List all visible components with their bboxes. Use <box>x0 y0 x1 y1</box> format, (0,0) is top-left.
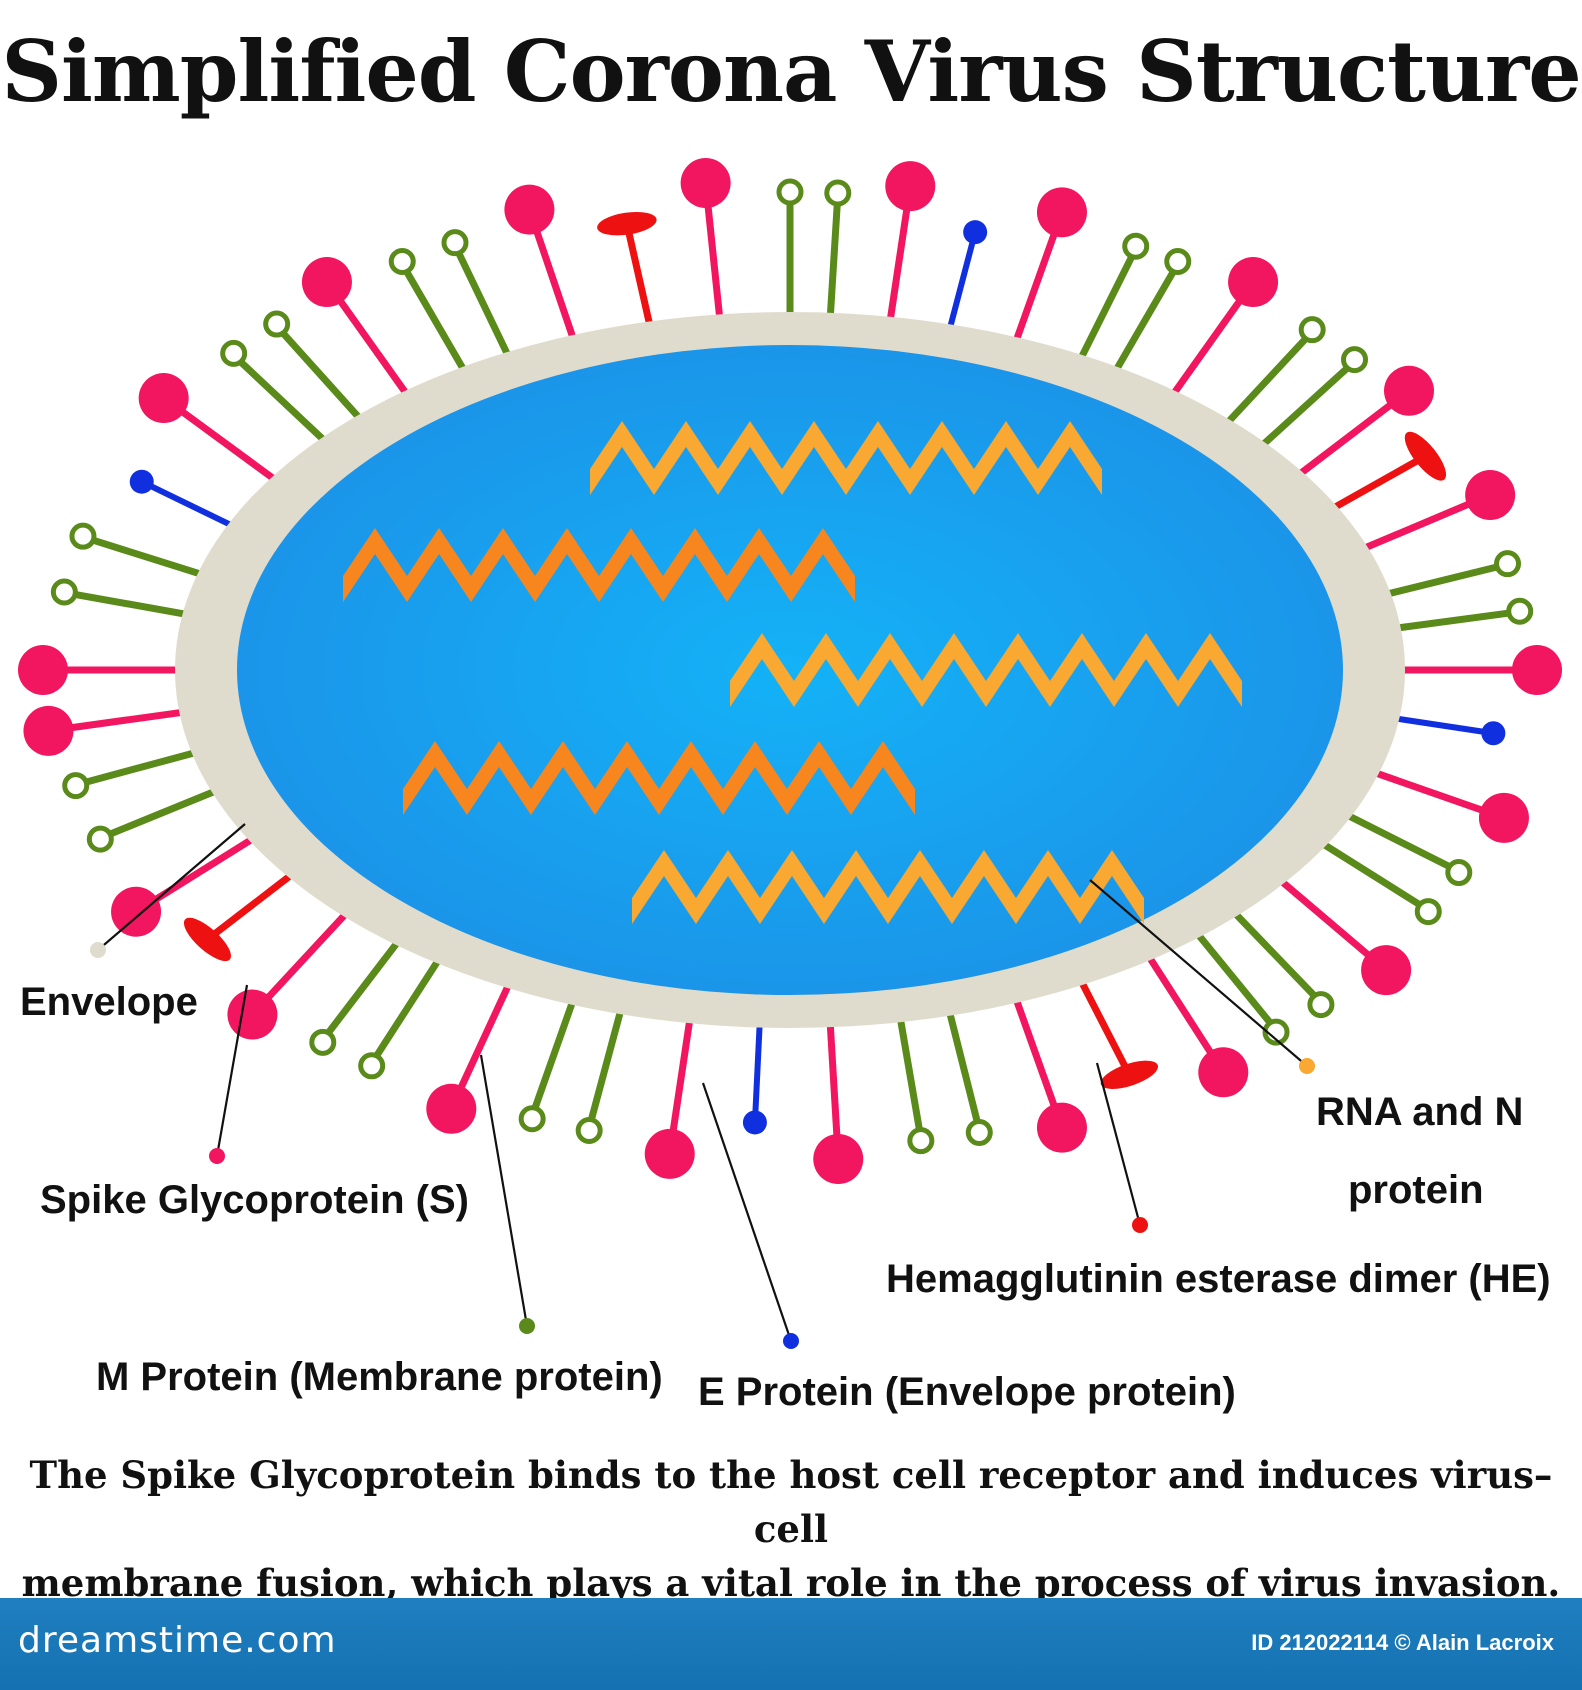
caption: The Spike Glycoprotein binds to the host… <box>20 1448 1562 1610</box>
footer-credit: ID 212022114 © Alain Lacroix <box>1251 1630 1554 1655</box>
leader-dot-envelope <box>90 942 106 958</box>
leader-line-envelope <box>97 823 246 951</box>
virus-core <box>237 345 1343 995</box>
label-spike-glycoprotein: Spike Glycoprotein (S) <box>40 1178 469 1222</box>
rna-strand-2 <box>343 528 855 602</box>
label-e-protein: E Protein (Envelope protein) <box>698 1370 1236 1414</box>
label-envelope: Envelope <box>20 980 198 1024</box>
leader-dot-he <box>1132 1217 1148 1233</box>
rna-strand-4 <box>403 741 915 815</box>
leader-line-spike <box>215 984 249 1157</box>
footer-bar: dreamstime.com ID 212022114 © Alain Lacr… <box>0 1598 1582 1690</box>
caption-line-1: The Spike Glycoprotein binds to the host… <box>29 1453 1553 1551</box>
label-rna-line2: protein <box>1348 1168 1484 1212</box>
leader-dot-m-protein <box>519 1318 535 1334</box>
label-rna-line1: RNA and N <box>1316 1090 1524 1134</box>
leader-line-rna <box>1089 879 1308 1067</box>
label-hemagglutinin: Hemagglutinin esterase dimer (HE) <box>886 1257 1551 1301</box>
rna-strand-1 <box>590 421 1102 495</box>
leader-dot-rna <box>1299 1058 1315 1074</box>
rna-strand-5 <box>632 850 1144 924</box>
label-m-protein: M Protein (Membrane protein) <box>96 1355 663 1399</box>
caption-line-2: membrane fusion, which plays a vital rol… <box>21 1561 1561 1605</box>
page-title: Simplified Corona Virus Structure <box>1 22 1581 121</box>
leader-line-m-protein <box>479 1054 529 1327</box>
leader-line-he <box>1095 1062 1142 1226</box>
leader-dot-spike <box>209 1148 225 1164</box>
leader-dot-e-protein <box>783 1333 799 1349</box>
rna-strand-3 <box>730 633 1242 707</box>
footer-brand: dreamstime.com <box>18 1620 337 1661</box>
leader-line-e-protein <box>701 1082 793 1342</box>
